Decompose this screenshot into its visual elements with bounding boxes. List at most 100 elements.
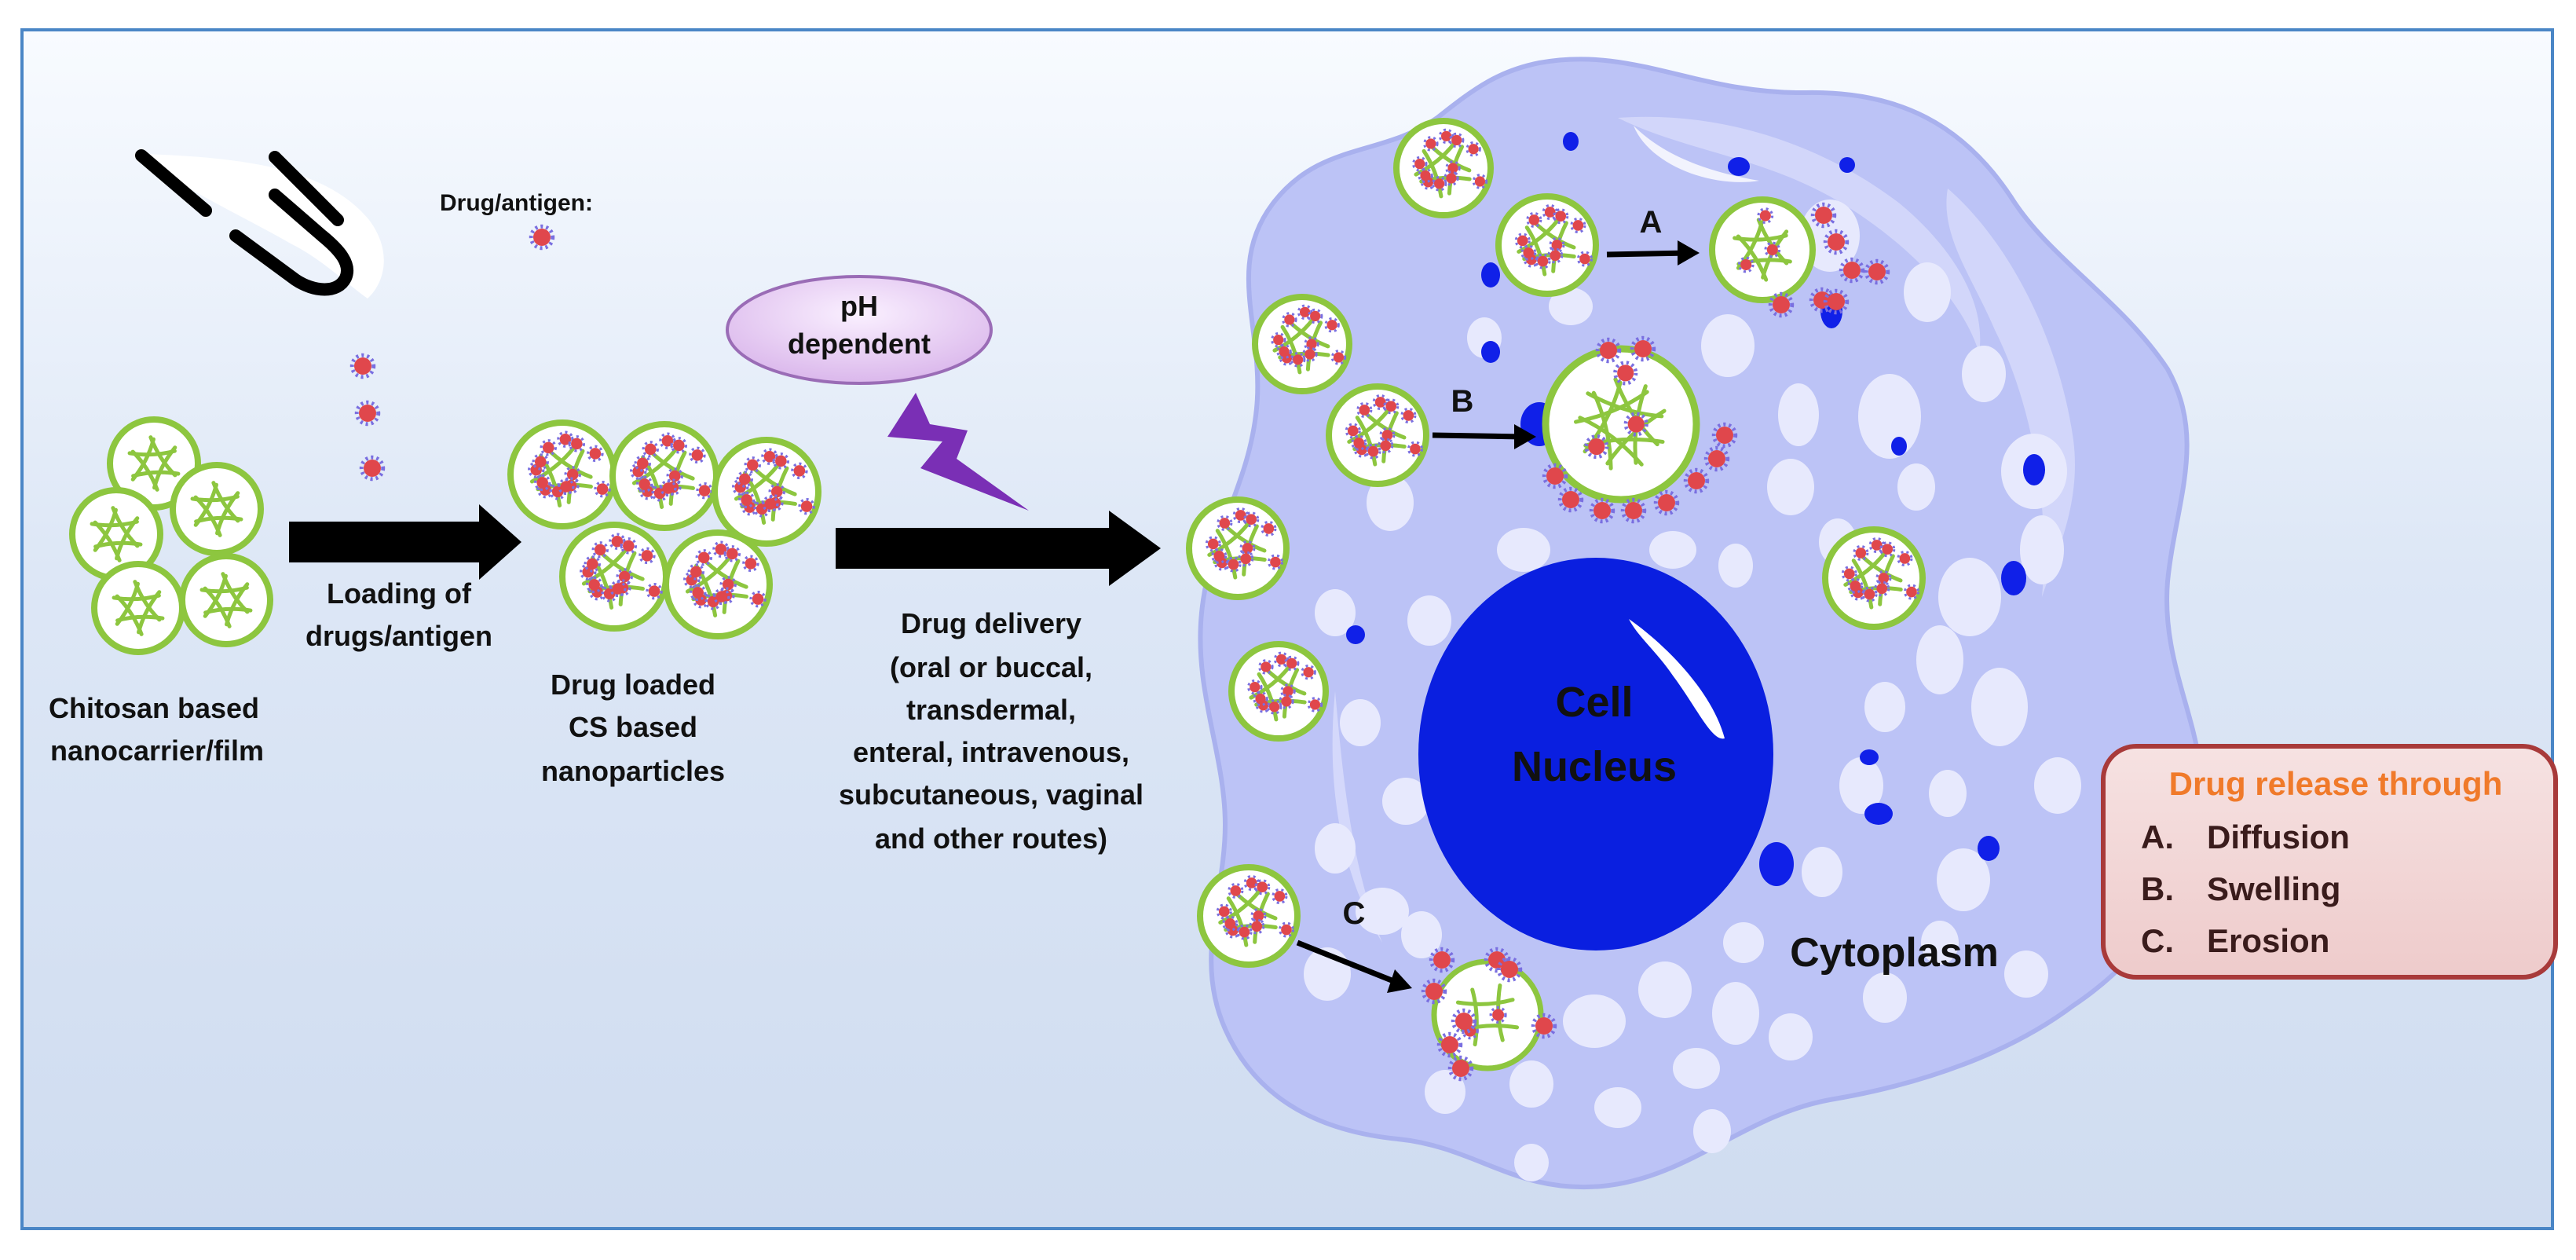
drug-dot-icon bbox=[1823, 288, 1850, 315]
drug-dot-icon bbox=[1365, 443, 1381, 460]
drug-dot-icon bbox=[1595, 337, 1622, 364]
drug-dot-icon bbox=[744, 456, 761, 474]
blue-organelle bbox=[1978, 836, 2000, 861]
drug-release-box: Drug release through A. Diffusion B. Swe… bbox=[2101, 744, 2558, 980]
delivery-label-line3: transdermal, bbox=[906, 694, 1076, 726]
release-arrow-a bbox=[1606, 240, 1700, 266]
drug-dot-icon bbox=[1542, 463, 1568, 489]
drug-dot-icon bbox=[1874, 581, 1890, 597]
delivery-label-line6: and other routes) bbox=[875, 822, 1107, 855]
drug-dot-icon bbox=[1841, 566, 1857, 582]
release-c-text: Erosion bbox=[2207, 922, 2329, 959]
release-b-text: Swelling bbox=[2207, 870, 2340, 907]
drug-dot-icon bbox=[609, 533, 626, 550]
vesicle bbox=[1778, 383, 1819, 446]
drug-dot-icon bbox=[695, 549, 712, 566]
drug-dot-icon bbox=[1271, 331, 1286, 348]
chitosan-label-line2: nanocarrier/film bbox=[50, 734, 264, 767]
nanoparticle-icon bbox=[1252, 294, 1352, 394]
vesicle bbox=[1937, 848, 1990, 911]
drug-dot-icon bbox=[712, 540, 730, 558]
drug-dot-icon bbox=[1301, 665, 1316, 680]
drug-dot-icon bbox=[609, 580, 627, 598]
drug-dot-icon bbox=[1243, 511, 1260, 528]
drug-dot-icon bbox=[1438, 128, 1454, 145]
drug-dot-icon bbox=[1903, 584, 1920, 600]
drug-dot-icon bbox=[1496, 956, 1523, 983]
drug-dot-icon bbox=[1436, 1031, 1463, 1058]
drug-dot-icon bbox=[529, 224, 555, 251]
drug-dot-icon bbox=[1853, 544, 1869, 561]
dropper-icon bbox=[135, 149, 384, 299]
vesicle bbox=[1594, 1087, 1641, 1128]
drug-dot-icon bbox=[1847, 577, 1864, 594]
ph-label-line2: dependent bbox=[788, 328, 931, 360]
drug-dot-icon bbox=[1258, 659, 1274, 675]
vesicle bbox=[1916, 625, 1963, 694]
drug-dot-icon bbox=[1356, 401, 1373, 418]
drug-dot-icon bbox=[1232, 507, 1249, 523]
vesicle bbox=[1897, 463, 1935, 511]
drug-dot-icon bbox=[670, 437, 688, 454]
drug-dot-icon bbox=[1307, 308, 1323, 324]
drug-dot-icon bbox=[532, 453, 549, 471]
drug-dot-icon bbox=[1290, 352, 1306, 368]
drug-dot-icon bbox=[762, 495, 779, 513]
nanoparticle-icon bbox=[1186, 496, 1290, 600]
blue-organelle bbox=[1481, 262, 1500, 288]
drug-dot-icon bbox=[1535, 253, 1551, 269]
drug-dot-icon bbox=[1211, 548, 1228, 564]
drug-dot-icon bbox=[1465, 141, 1481, 157]
nanoparticles bbox=[69, 118, 1926, 1082]
drug-dot-icon bbox=[1823, 229, 1850, 255]
vesicle bbox=[1382, 778, 1429, 825]
drug-dot-icon bbox=[1861, 586, 1878, 603]
release-arrow-c bbox=[1296, 940, 1412, 993]
drug-dot-icon bbox=[642, 441, 659, 458]
drug-dot-icon bbox=[696, 482, 713, 500]
drug-dot-icon bbox=[689, 446, 706, 464]
delivery-label-line4: enteral, intravenous, bbox=[853, 736, 1129, 768]
drug-dot-icon bbox=[1489, 1005, 1507, 1024]
drug-dot-icon bbox=[1547, 247, 1564, 264]
blue-organelle bbox=[1864, 803, 1893, 825]
vesicle bbox=[1497, 528, 1550, 572]
marker-a: A bbox=[1640, 205, 1663, 240]
vesicle bbox=[1673, 1048, 1720, 1089]
drug-dot-icon bbox=[634, 455, 651, 472]
delivery-arrow bbox=[836, 511, 1161, 586]
drug-dot-icon bbox=[772, 452, 790, 470]
drug-dot-icon bbox=[1620, 497, 1647, 524]
blue-organelle bbox=[1346, 625, 1365, 644]
drug-dot-icon bbox=[1379, 427, 1396, 444]
nanoparticle-icon bbox=[1228, 641, 1329, 742]
drug-dot-icon bbox=[1623, 412, 1648, 437]
drug-dot-icon bbox=[594, 480, 611, 498]
drug-dot-icon bbox=[1589, 497, 1615, 524]
drug-dot-icon bbox=[1764, 241, 1781, 258]
drug-dot-icon bbox=[1423, 136, 1439, 152]
drug-dot-icon bbox=[1351, 434, 1367, 451]
vesicle bbox=[1514, 1144, 1549, 1181]
drug-dot-icon bbox=[742, 555, 759, 573]
drug-dot-icon bbox=[1737, 256, 1755, 273]
drug-dot-icon bbox=[558, 478, 575, 496]
vesicle bbox=[1929, 770, 1967, 817]
drug-dot-icon bbox=[636, 475, 653, 493]
blue-organelle bbox=[2023, 454, 2045, 485]
drug-dot-icon bbox=[1267, 554, 1284, 570]
drug-dot-icon bbox=[1768, 291, 1795, 318]
blue-organelle bbox=[1891, 437, 1907, 456]
nanoparticle-icon bbox=[1495, 193, 1599, 297]
blue-organelle bbox=[1481, 341, 1500, 363]
drug-dot-icon bbox=[1653, 489, 1680, 516]
drug-dot-icon bbox=[587, 445, 604, 463]
nanoparticle-icon bbox=[609, 421, 719, 531]
nanoparticle-icon bbox=[1709, 196, 1816, 303]
drug-dot-icon bbox=[1297, 304, 1313, 320]
drug-dot-icon bbox=[1613, 361, 1638, 386]
drug-dot-icon bbox=[1238, 551, 1254, 567]
drug-dot-icon bbox=[738, 491, 756, 509]
nanoparticle-icon bbox=[107, 416, 201, 511]
vesicle bbox=[1767, 459, 1814, 515]
